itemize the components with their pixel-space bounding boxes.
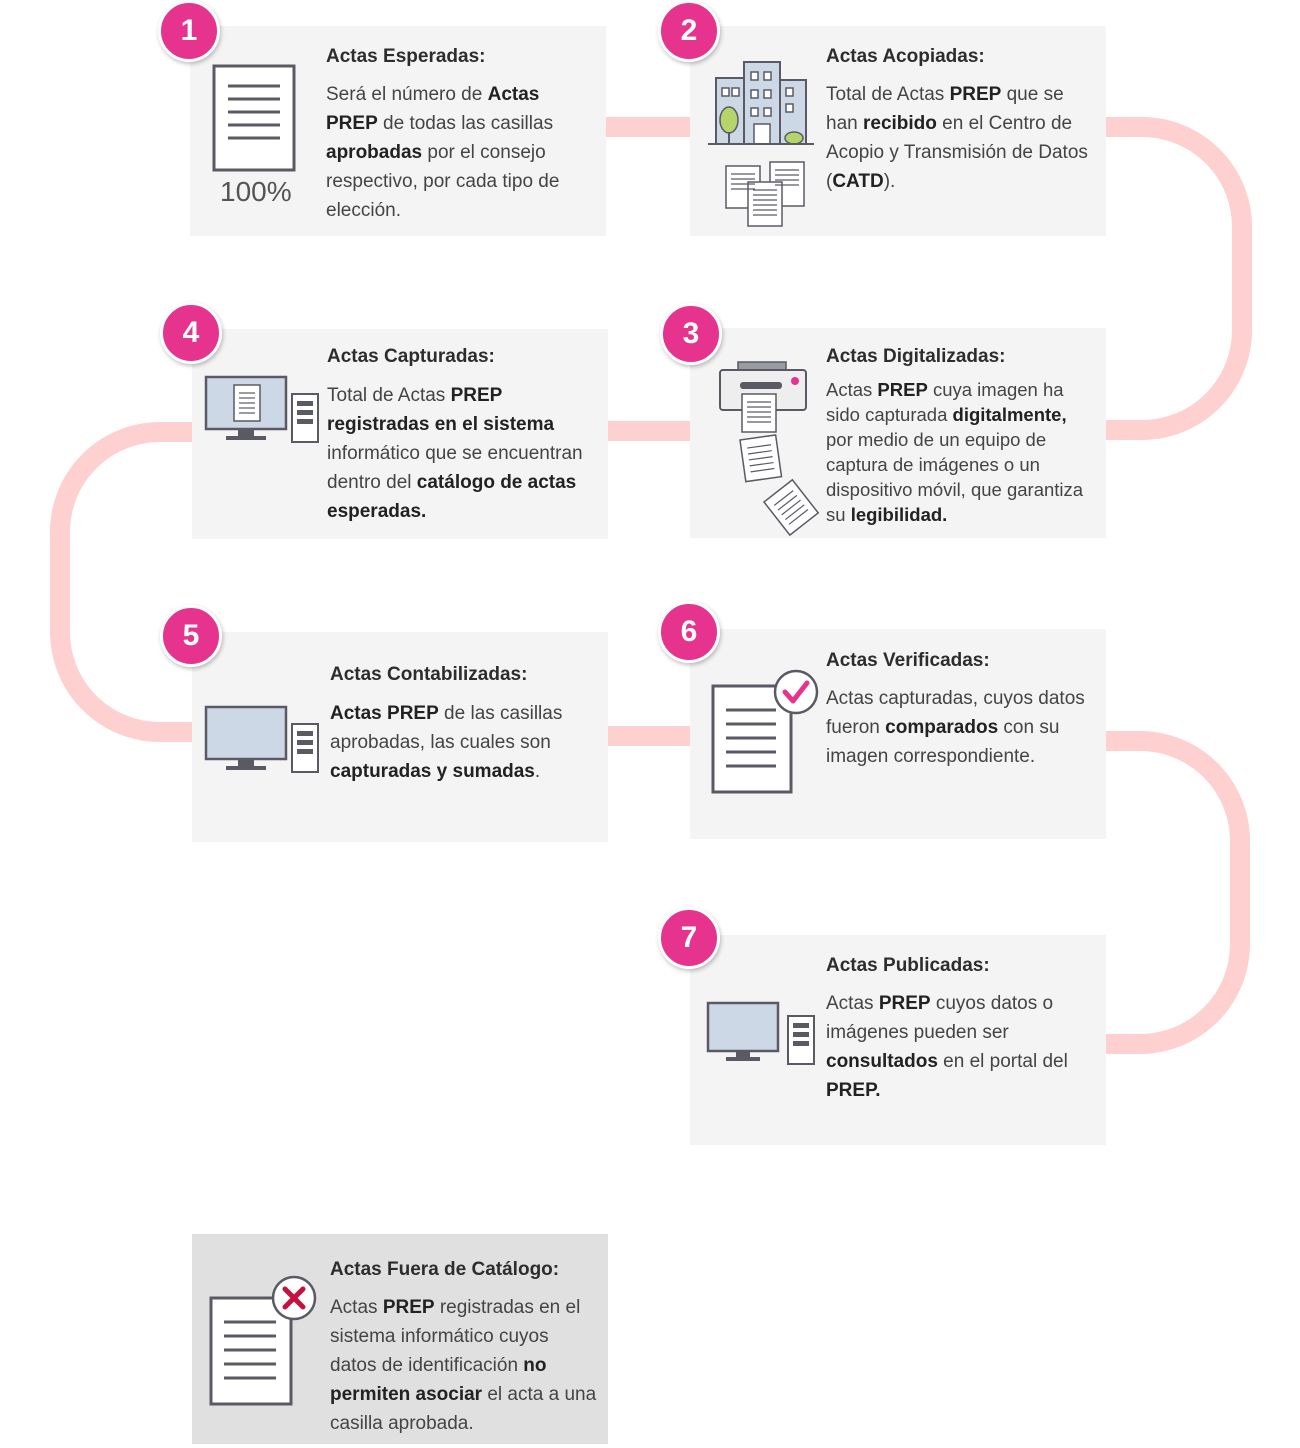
building-with-documents-icon — [708, 61, 814, 227]
percentage-label: 100% — [220, 176, 292, 207]
scanner-icon — [719, 361, 820, 537]
text-run: con su imagen correspondiente. — [826, 717, 1060, 767]
connector-2-3 — [1106, 117, 1252, 440]
document-icon — [212, 64, 296, 172]
text-run: aprobadas — [326, 142, 423, 163]
text-run: catálogo de actas esperadas. — [327, 472, 577, 522]
text-run: CATD — [832, 171, 884, 192]
step-number-7: 7 — [680, 921, 698, 954]
text-run: registradas en el sistema informático cu… — [330, 1297, 581, 1376]
text-run: recibido — [862, 113, 937, 134]
text-run: PREP. — [826, 1080, 881, 1101]
text-run: Actas PREP — [330, 703, 439, 724]
text-run: PREP — [450, 385, 503, 406]
text-run: no permiten asociar — [330, 1355, 547, 1405]
text-run: PREP — [878, 993, 931, 1014]
text-run: Total de Actas — [327, 385, 451, 406]
text-run: digitalmente, — [952, 404, 1067, 425]
text-run: cuyos datos o imágenes pueden ser — [826, 993, 1054, 1043]
computer-icon — [706, 1001, 815, 1065]
text-run: informático que se encuentran dentro del — [327, 443, 583, 493]
step-badge-4: 4 — [160, 302, 222, 364]
text-run: Actas capturadas, cuyos datos fueron — [826, 688, 1085, 738]
step-badge-6: 6 — [658, 601, 720, 663]
text-run: PREP — [949, 84, 1002, 105]
text-run: Actas — [826, 993, 879, 1014]
step-number-4: 4 — [182, 316, 200, 349]
text-run: en el Centro de Acopio y Transmisión de … — [826, 113, 1088, 192]
text-run: PREP — [877, 379, 928, 400]
step-title-6: Actas Verificadas: — [826, 650, 990, 671]
step-text-2: Total de Actas PREP que se han recibido … — [826, 80, 1088, 196]
step-badge-7: 7 — [658, 907, 720, 969]
step-badge-1: 1 — [158, 0, 220, 62]
step-title-7: Actas Publicadas: — [826, 955, 990, 976]
step-title-4: Actas Capturadas: — [327, 346, 495, 367]
step-text-3: Actas PREP cuya imagen ha sido capturada… — [826, 377, 1094, 527]
step-text-1: Será el número de Actas PREP de todas la… — [326, 80, 588, 225]
text-run: por el consejo respectivo, por cada tipo… — [326, 142, 560, 221]
computer-with-document-icon — [204, 375, 319, 443]
step-title-5: Actas Contabilizadas: — [330, 664, 528, 685]
text-run: PREP — [382, 1297, 435, 1318]
out-of-catalog-text: Actas PREP registradas en el sistema inf… — [330, 1293, 598, 1438]
text-run: de todas las casillas — [377, 113, 554, 134]
text-run: . — [534, 761, 541, 782]
step-text-7: Actas PREP cuyos datos o imágenes pueden… — [826, 989, 1088, 1105]
text-run: Actas — [826, 379, 878, 400]
text-run: Actas PREP — [326, 84, 540, 134]
step-number-5: 5 — [182, 619, 200, 652]
out-of-catalog-title: Actas Fuera de Catálogo: — [330, 1259, 560, 1280]
step-number-3: 3 — [682, 317, 700, 350]
text-run: el acta a una casilla aprobada. — [330, 1384, 597, 1434]
step-number-6: 6 — [680, 615, 698, 648]
step-card-4 — [192, 329, 608, 539]
text-run: ). — [883, 171, 896, 192]
connector-4-5 — [50, 422, 192, 742]
text-run: en el portal del — [937, 1051, 1068, 1072]
text-run: legibilidad. — [850, 504, 948, 525]
document-check-icon — [711, 669, 819, 794]
text-run: registradas en el sistema — [327, 414, 555, 435]
step-title-1: Actas Esperadas: — [326, 46, 486, 67]
text-run: Será el número de — [326, 84, 488, 105]
text-run: capturadas y sumadas — [330, 761, 535, 782]
step-number-1: 1 — [180, 14, 198, 47]
step-text-4: Total de Actas PREP registradas en el si… — [327, 381, 601, 526]
text-run: Total de Actas — [826, 84, 950, 105]
text-run: de las casillas aprobadas, las cuales so… — [330, 703, 563, 753]
step-title-2: Actas Acopiadas: — [826, 46, 985, 67]
step-number-2: 2 — [680, 14, 698, 47]
step-text-5: Actas PREP de las casillas aprobadas, la… — [330, 699, 592, 786]
step-badge-5: 5 — [160, 605, 222, 667]
text-run: que se han — [826, 84, 1064, 134]
connector-6-7 — [1106, 731, 1250, 1054]
computer-icon — [204, 705, 319, 773]
text-run: por medio de un equipo de captura de imá… — [826, 429, 1084, 525]
step-badge-3: 3 — [660, 303, 722, 365]
text-run: Actas — [330, 1297, 383, 1318]
step-title-3: Actas Digitalizadas: — [826, 346, 1006, 367]
text-run: comparados — [885, 717, 999, 738]
text-run: cuya imagen ha sido capturada — [826, 379, 1064, 425]
text-run: consultados — [826, 1051, 938, 1072]
step-text-6: Actas capturadas, cuyos datos fueron com… — [826, 684, 1088, 771]
document-cross-icon — [209, 1275, 317, 1406]
step-badge-2: 2 — [658, 0, 720, 62]
